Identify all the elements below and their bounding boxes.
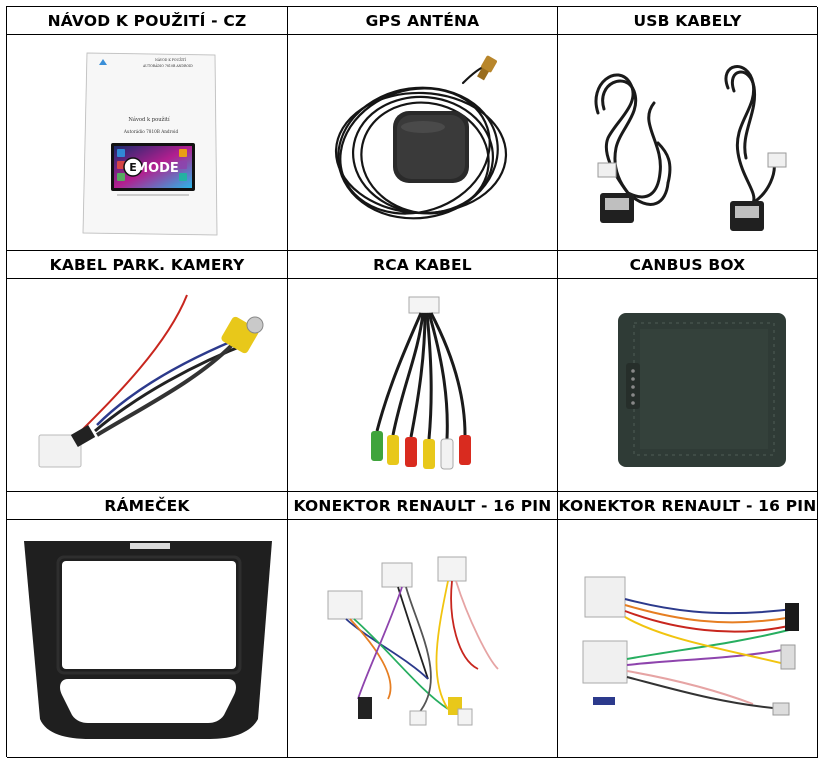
header-usb-cables: USB KABELY bbox=[558, 7, 818, 35]
header-parking-camera-cable: KABEL PARK. KAMERY bbox=[7, 251, 288, 279]
manual-logo-text: MODE bbox=[135, 161, 179, 176]
brand-logo-icon bbox=[99, 58, 107, 65]
manual-header-line2: AUTORÁDIO 7810B ANDROID bbox=[142, 63, 193, 68]
image-gps-antenna bbox=[288, 35, 558, 251]
image-manual-booklet: NÁVOD K POUŽITÍ AUTORÁDIO 7810B ANDROID … bbox=[7, 35, 288, 251]
header-canbus-box: CANBUS BOX bbox=[558, 251, 818, 279]
header-renault-connector-2: KONEKTOR RENAULT - 16 PIN bbox=[558, 492, 818, 520]
image-rca-cable bbox=[288, 279, 558, 492]
image-dash-frame bbox=[7, 520, 288, 758]
image-usb-cables bbox=[558, 35, 818, 251]
svg-text:E: E bbox=[129, 161, 137, 174]
header-rca-cable: RCA KABEL bbox=[288, 251, 558, 279]
image-canbus-box bbox=[558, 279, 818, 492]
image-renault-connector-harness-1 bbox=[288, 520, 558, 758]
manual-header-line1: NÁVOD K POUŽITÍ bbox=[155, 57, 187, 62]
accessories-table: NÁVOD K POUŽITÍ - CZ GPS ANTÉNA USB KABE… bbox=[6, 6, 818, 758]
header-manual: NÁVOD K POUŽITÍ - CZ bbox=[7, 7, 288, 35]
manual-heading: Návod k použití bbox=[128, 116, 170, 123]
header-gps-antenna: GPS ANTÉNA bbox=[288, 7, 558, 35]
manual-subheading: Autorádio 7810B Android bbox=[123, 129, 179, 134]
image-renault-connector-harness-2 bbox=[558, 520, 818, 758]
header-renault-connector-1: KONEKTOR RENAULT - 16 PIN bbox=[288, 492, 558, 520]
image-parking-camera-cable bbox=[7, 279, 288, 492]
header-dash-frame: RÁMEČEK bbox=[7, 492, 288, 520]
